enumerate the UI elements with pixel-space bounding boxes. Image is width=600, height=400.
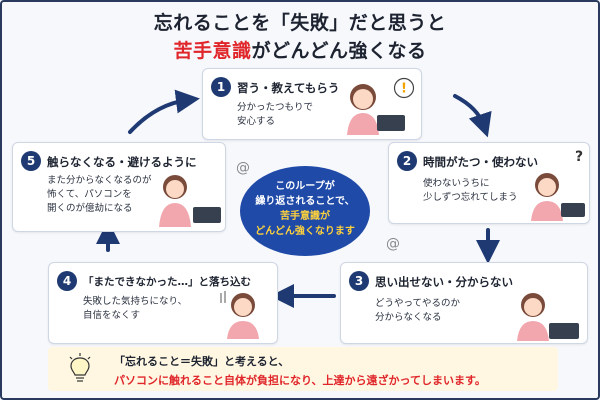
woman-laptop-illustration (347, 84, 405, 135)
step-desc-3-line-1: どうやってやるのか (375, 298, 461, 309)
step-card-5: 5 触らなくなる・避けるように また分からなくなるのが 怖くて、パソコンを 開く… (12, 142, 226, 232)
step-heading-1: 習う・教えてもらう (237, 81, 340, 95)
question-mark-icon: ? (575, 149, 584, 165)
step-heading-4: 「またできなかった…」と落ち込む (83, 276, 251, 288)
step-desc-5: また分からなくなるのが 怖くて、パソコンを 開くのが億劫になる (47, 174, 152, 216)
exclamation-icon: ! (393, 77, 415, 99)
step-card-3: 3 思い出せない・分からない どうやってやるのか 分からなくなる (340, 262, 588, 344)
title-line-2: 苦手意識がどんどん強くなる (0, 36, 600, 63)
step-desc-4-line-1: 失敗した気持ちになり、 (83, 296, 188, 307)
step-heading-2: 時間がたつ・使わない (423, 155, 538, 169)
swirl-icon-left: @ (236, 160, 250, 176)
step-desc-2-line-2: 少しずつ忘れてしまう (423, 192, 518, 203)
step-card-2: 2 時間がたつ・使わない 使わないうちに 少しずつ忘れてしまう ? (388, 142, 590, 224)
loop-center-message: このループが 繰り返されることで、 苦手意識が どんどん強くなります (240, 166, 370, 256)
note-line-2: パソコンに触れること自体が負担になり、上達から遠ざかってしまいます。 (114, 374, 486, 387)
step-desc-3-line-2: 分からなくなる (375, 312, 442, 323)
step-desc-1: 分かったつもりで 安心する (237, 101, 313, 129)
note-line-1: 「忘れること＝失敗」と考えると、 (114, 355, 290, 368)
step-number-1: 1 (211, 77, 231, 97)
step-heading-3: 思い出せない・分からない (375, 275, 513, 289)
title-rest: がどんどん強くなる (251, 40, 427, 62)
step-desc-4-line-2: 自信をなくす (83, 310, 141, 321)
arrow-1-to-2 (453, 94, 492, 138)
step-number-2: 2 (397, 151, 417, 171)
step-desc-2: 使わないうちに 少しずつ忘れてしまう (423, 177, 518, 205)
woman-thinking-illustration (531, 173, 585, 221)
center-line-1: このループが (275, 181, 335, 192)
step-desc-3: どうやってやるのか 分からなくなる (375, 297, 460, 325)
step-card-1: 1 習う・教えてもらう 分かったつもりで 安心する ! (202, 68, 422, 140)
step-desc-1-line-2: 安心する (237, 116, 276, 127)
title-line-1: 忘れることを「失敗」だと思うと (153, 12, 447, 34)
title-highlight: 苦手意識 (173, 40, 252, 62)
step-desc-5-line-2: 怖くて、パソコンを (47, 189, 132, 200)
step-number-4: 4 (57, 271, 77, 291)
lightbulb-icon (69, 353, 91, 382)
step-number-3: 3 (349, 271, 369, 291)
swirl-icon-right: @ (386, 236, 400, 252)
step-number-5: 5 (21, 151, 41, 171)
step-desc-1-line-1: 分かったつもりで (237, 102, 314, 113)
bottom-note: 「忘れること＝失敗」と考えると、 パソコンに触れること自体が負担になり、上達から… (48, 347, 558, 391)
step-desc-5-line-1: また分からなくなるのが (47, 175, 152, 186)
step-desc-2-line-1: 使わないうちに (423, 178, 490, 189)
step-card-4: 4 「またできなかった…」と落ち込む 失敗した気持ちになり、 自信をなくす (48, 262, 278, 344)
center-line-2: 繰り返されることで、 (255, 196, 355, 207)
woman-avoiding-illustration (159, 175, 221, 227)
center-line-3: 苦手意識が (280, 211, 330, 222)
center-line-4: どんどん強くなります (255, 226, 355, 237)
arrow-5-to-1 (128, 89, 200, 134)
woman-sad-illustration (220, 291, 259, 339)
step-desc-5-line-3: 開くのが億劫になる (47, 203, 133, 214)
step-heading-5: 触らなくなる・避けるように (47, 155, 197, 169)
exclamation-mark: ! (401, 82, 407, 97)
woman-confused-illustration (517, 293, 579, 341)
step-desc-4: 失敗した気持ちになり、 自信をなくす (83, 295, 187, 323)
